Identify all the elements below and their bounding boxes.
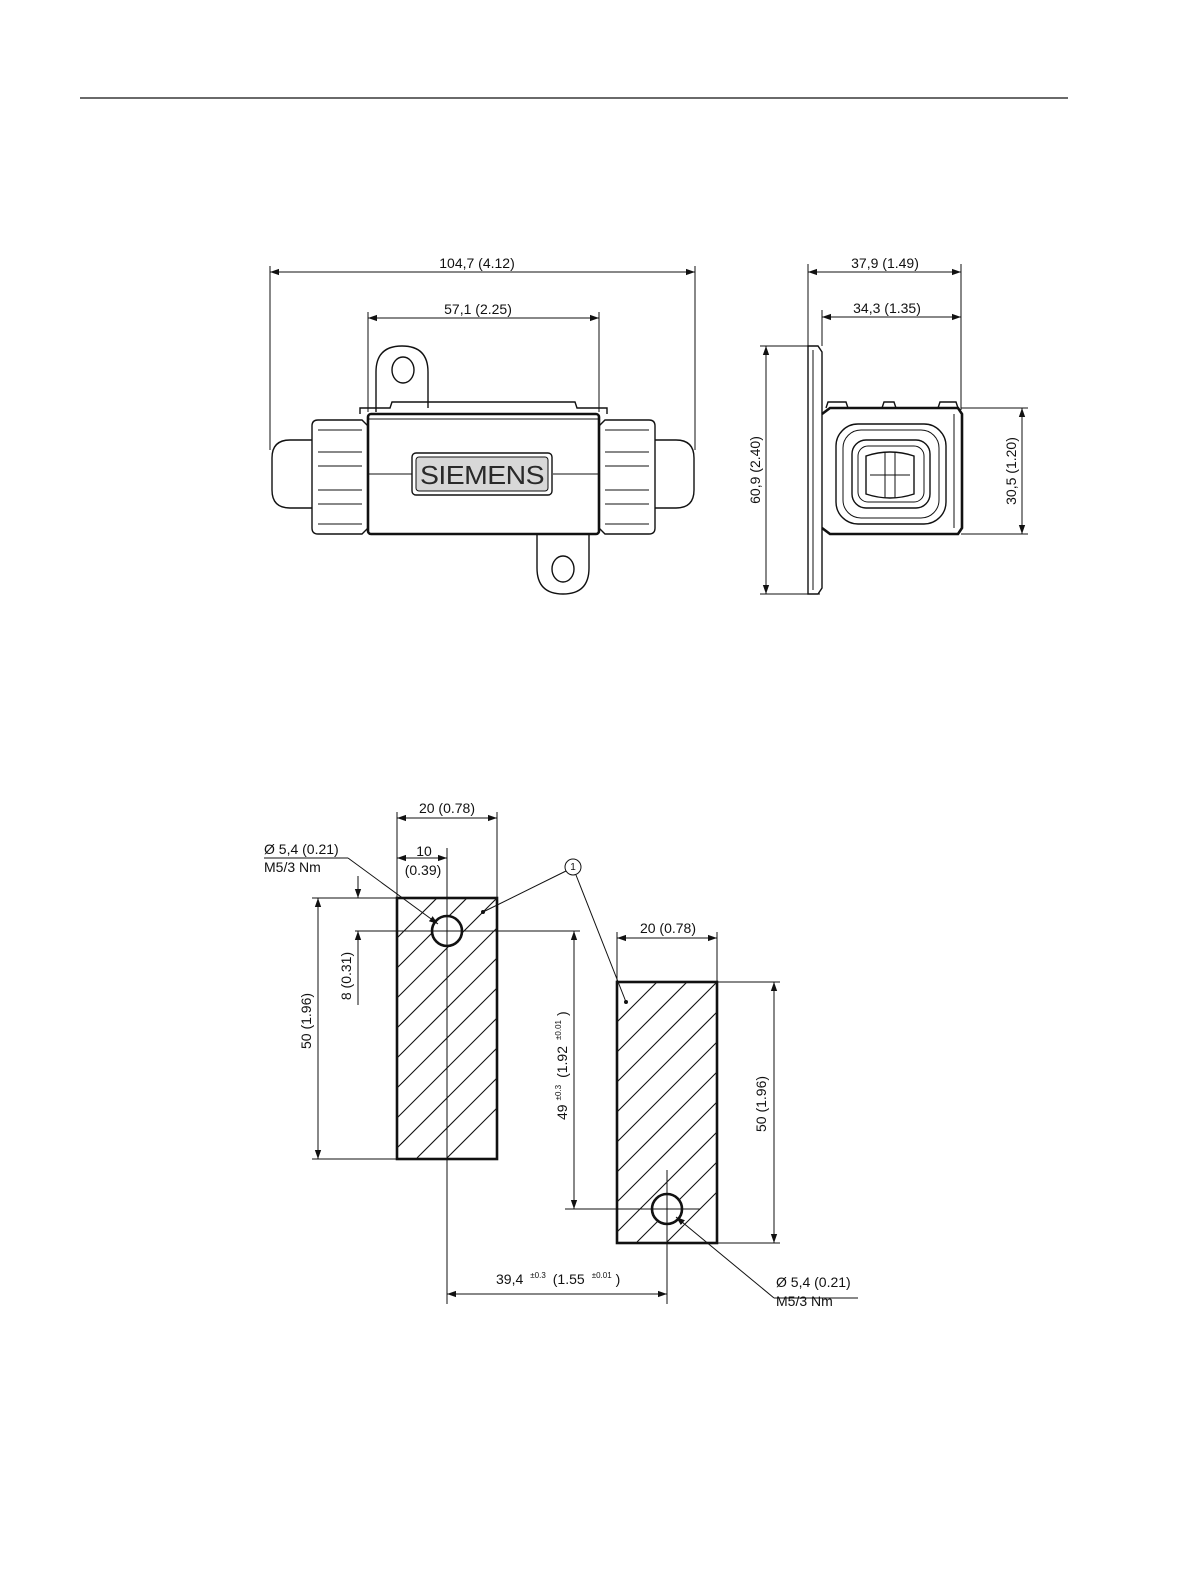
right-height-label: 50 (1.96) <box>753 1076 769 1132</box>
callout-number: 1 <box>570 862 576 873</box>
right-end-cap <box>655 440 694 508</box>
callout-leader-left <box>483 871 566 912</box>
horizontal-spacing-inch-tol: ±0.01 <box>592 1271 613 1280</box>
left-height-label: 50 (1.96) <box>298 993 314 1049</box>
horizontal-spacing-label: 39,4 ±0.3 (1.55 ±0.01 ) <box>496 1265 620 1288</box>
right-screw-label: M5/3 Nm <box>776 1293 833 1309</box>
height-label: 60,9 (2.40) <box>747 436 763 504</box>
horizontal-spacing-inch: (1.55 <box>553 1271 585 1287</box>
left-screw-label: M5/3 Nm <box>264 859 321 875</box>
right-connector-nut <box>599 420 655 534</box>
body-depth-label: 34,3 (1.35) <box>853 300 921 316</box>
lug-hole-bottom <box>552 556 574 582</box>
svg-text:49 ±0.3 (1.92: 49 ±0.3 (1.92 ±0.01 ) <box>548 1011 571 1120</box>
hole-offset-y-label: 8 (0.31) <box>338 952 354 1000</box>
hole-offset-x-inch: (0.39) <box>405 862 442 878</box>
left-hole-diameter-label: Ø 5,4 (0.21) <box>264 841 339 857</box>
horizontal-spacing-value: 39,4 <box>496 1271 523 1287</box>
mounting-lug-bottom <box>537 535 589 594</box>
right-width-label: 20 (0.78) <box>640 920 696 936</box>
horizontal-spacing-close: ) <box>616 1271 621 1287</box>
vertical-spacing-value: 49 <box>554 1104 570 1120</box>
left-end-cap <box>272 440 312 508</box>
mounting-plate <box>808 346 822 594</box>
hole-offset-x-value: 10 <box>416 843 432 859</box>
left-connector-nut <box>312 420 368 534</box>
vertical-spacing-label: 49 ±0.3 (1.92 ±0.01 ) <box>548 1011 571 1120</box>
horizontal-spacing-tol: ±0.3 <box>530 1271 546 1280</box>
overall-depth-label: 37,9 (1.49) <box>851 255 919 271</box>
vertical-spacing-tol: ±0.3 <box>554 1084 563 1100</box>
right-hole-diameter-label: Ø 5,4 (0.21) <box>776 1274 851 1290</box>
body-length-label: 57,1 (2.25) <box>444 301 512 317</box>
logo-text: SIEMENS <box>420 460 544 490</box>
overall-length-label: 104,7 (4.12) <box>439 255 515 271</box>
vertical-spacing-inch: (1.92 <box>554 1046 570 1078</box>
left-width-label: 20 (0.78) <box>419 800 475 816</box>
body-height-label: 30,5 (1.20) <box>1003 437 1019 505</box>
right-hole-leader <box>676 1217 774 1298</box>
lug-hole-top <box>392 357 414 383</box>
vertical-spacing-inch-tol: ±0.01 <box>554 1019 563 1040</box>
vertical-spacing-close: ) <box>554 1011 570 1016</box>
